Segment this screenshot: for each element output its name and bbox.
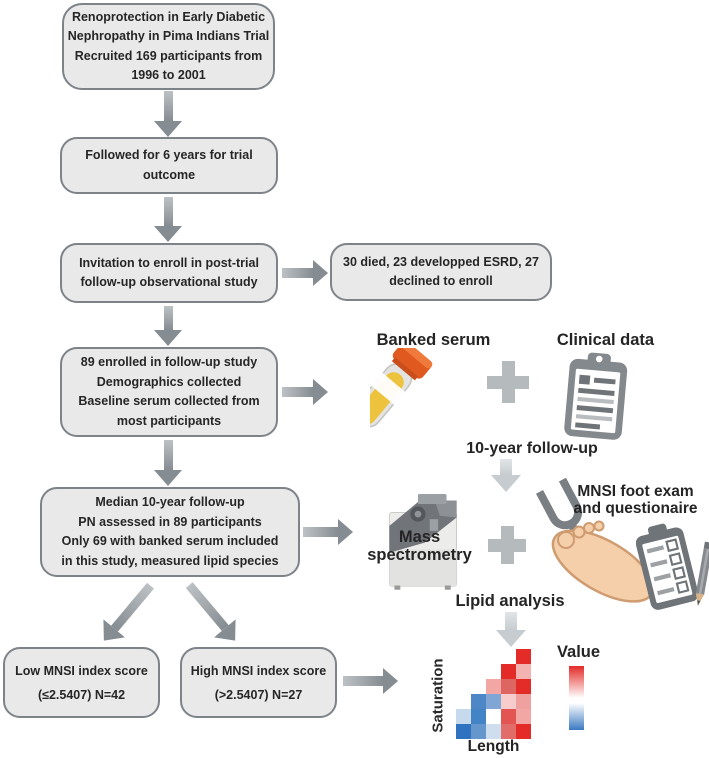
heatmap-cell [516,679,531,694]
box-median-line: PN assessed in 89 participants [78,514,262,529]
box-invitation: Invitation to enroll in post-trial follo… [60,243,278,303]
heatmap-cell [501,679,516,694]
heatmap-cell [516,664,531,679]
mass-spectrometer-icon [388,493,458,590]
clipboard-icon [564,352,628,440]
blood-tube-icon [370,348,433,428]
box-trial-line: Renoprotection in Early Diabetic [71,9,266,24]
box-enrolled-line: most participants [116,413,222,428]
heatmap-cell [501,724,516,739]
arrow-right-icon [343,668,398,694]
mnsi-foot-exam-label-line: and questionaire [573,500,698,517]
box-followed: Followed for 6 years for trial outcome [60,137,278,194]
box-declined-line: declined to enroll [389,274,493,288]
box-declined-line: 30 died, 23 developped ESRD, 27 [343,254,539,269]
heatmap-cell [486,724,501,739]
heatmap-cell [516,724,531,739]
heatmap-cell [456,709,471,724]
heatmap-cell [501,694,516,709]
heatmap-cell [486,709,501,724]
ten-year-followup-label: 10-year follow-up [466,440,598,457]
plus-icon [488,526,526,564]
clinical-data-label: Clinical data [556,331,655,349]
heatmap-cell [486,679,501,694]
arrow-down-icon [154,306,182,346]
banked-serum-label: Banked serum [376,331,491,349]
box-high-mnsi: High MNSI index score (>2.5407) N=27 [180,647,337,718]
mass-spectrometry-label-line: Mass [398,528,441,546]
heatmap-ylabel-text: Saturation [429,657,447,733]
box-enrolled: 89 enrolled in follow-up study Demograph… [60,347,278,437]
box-invitation-line: Invitation to enroll in post-trial [79,255,259,270]
heatmap-cell [516,649,531,664]
heatmap-cell [471,724,486,739]
arrow-down-icon [154,440,182,486]
box-enrolled-line: Baseline serum collected from [78,394,260,408]
arrow-right-icon [303,519,353,545]
box-median-line: in this study, measured lipid species [61,553,279,568]
mnsi-foot-exam-label-line: MNSI foot exam [577,483,694,500]
arrow-right-icon [282,379,328,405]
box-declined: 30 died, 23 developped ESRD, 27 declined… [330,243,552,301]
box-high-mnsi-line: High MNSI index score [190,663,327,678]
box-trial: Renoprotection in Early Diabetic Nephrop… [62,3,275,90]
box-low-mnsi-line: Low MNSI index score [15,663,148,678]
mnsi-foot-exam-label: MNSI foot exam and questionaire [563,483,708,517]
heatmap-xlabel: Length [467,738,520,755]
plus-icon [487,361,529,403]
arrow-diagonal-left-icon [93,576,161,650]
box-low-mnsi: Low MNSI index score (≤2.5407) N=42 [3,647,160,718]
heatmap-cell [501,664,516,679]
box-enrolled-line: 89 enrolled in follow-up study [80,355,258,369]
arrow-right-icon [282,260,328,286]
arrow-down-icon [154,91,182,137]
arrow-down-icon [154,197,182,242]
heatmap-cell [471,694,486,709]
box-median-line: Median 10-year follow-up [95,495,245,509]
box-enrolled-line: Demographics collected [96,374,242,389]
heatmap-cell [471,709,486,724]
box-invitation-line: follow-up observational study [80,275,258,289]
box-low-mnsi-line: (≤2.5407) N=42 [37,687,126,702]
box-median-line: Only 69 with banked serum included [61,534,279,548]
arrow-down-light-icon [491,459,521,492]
heatmap-cell [501,709,516,724]
box-followed-line: Followed for 6 years for trial [85,148,253,162]
box-high-mnsi-line: (>2.5407) N=27 [214,687,303,702]
heatmap-cell [456,724,471,739]
heatmap-ylabel: Saturation [429,652,447,738]
box-median-followup: Median 10-year follow-up PN assessed in … [40,487,300,577]
heatmap-grid [456,649,531,739]
lipid-analysis-label: Lipid analysis [455,592,565,610]
checklist-pencil-icon [636,523,709,610]
mass-spectrometry-label: Mass spectrometry [352,528,487,564]
heatmap-legend-title: Value [556,643,601,661]
box-trial-line: Recruited 169 participants from [74,48,263,63]
heatmap-cell [486,694,501,709]
heatmap-cell [516,709,531,724]
mass-spectrometry-label-line: spectrometry [367,546,472,564]
box-trial-line: Nephropathy in Pima Indians Trial [67,29,270,43]
box-followed-line: outcome [142,167,196,182]
arrow-down-light-icon [496,612,526,647]
arrow-diagonal-right-icon [178,576,246,650]
box-trial-line: 1996 to 2001 [131,68,206,82]
heatmap-colorbar [569,666,584,730]
heatmap-cell [516,694,531,709]
